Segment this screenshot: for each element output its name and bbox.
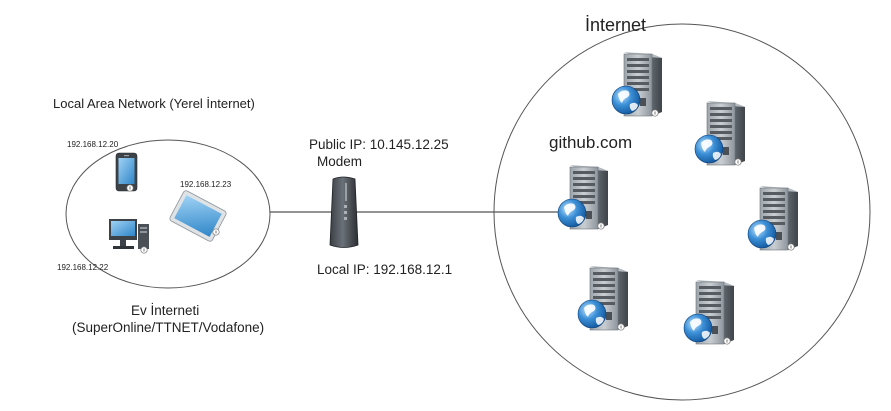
lan-title: Local Area Network (Yerel İnternet): [53, 96, 255, 111]
server-globe-icon: [557, 164, 609, 230]
tablet-ip-label: 192.168.12.23: [180, 180, 232, 189]
internet-boundary: [493, 23, 871, 401]
server-globe-icon: [577, 265, 629, 331]
lan-boundary: [65, 139, 271, 289]
desktop-computer-icon: [109, 219, 149, 254]
server-globe-icon: [747, 185, 799, 251]
modem-public-ip: Public IP: 10.145.12.25: [309, 137, 449, 152]
pc-ip-label: 192.168.12.22: [57, 263, 109, 272]
server-globe-icon: [694, 100, 746, 166]
internet-title: İnternet: [585, 15, 647, 35]
github-label: github.com: [549, 133, 633, 152]
lan-caption-line2: (SuperOnline/TTNET/Vodafone): [72, 320, 265, 335]
tablet-icon: [169, 190, 227, 242]
server-globe-icon: [611, 51, 663, 117]
modem-label: Modem: [317, 154, 363, 169]
server-globe-icon: [683, 279, 735, 345]
modem-local-ip: Local IP: 192.168.12.1: [317, 262, 453, 277]
phone-ip-label: 192.168.12.20: [67, 140, 119, 149]
smartphone-icon: [115, 152, 138, 192]
modem-icon: [329, 176, 359, 248]
lan-caption-line1: Ev İnterneti: [131, 303, 200, 318]
